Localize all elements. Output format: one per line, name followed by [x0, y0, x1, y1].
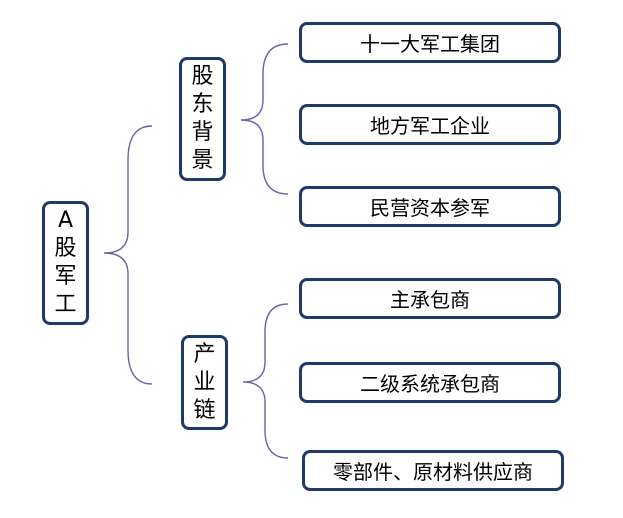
- branch-char: 景: [191, 148, 214, 173]
- branch-char: 业: [193, 369, 216, 395]
- branch-char: 股: [191, 64, 214, 89]
- root-char: 军: [54, 264, 77, 289]
- leaf-node-private-capital: 民营资本参军: [299, 186, 561, 227]
- branch-node-shareholder-background: 股 东 背 景: [179, 57, 226, 181]
- leaf-node-prime-contractor: 主承包商: [299, 278, 561, 319]
- branch-char: 东: [191, 92, 214, 117]
- leaf-node-eleven-military-groups: 十一大军工集团: [299, 22, 561, 63]
- shareholder-brace: [240, 43, 289, 195]
- leaf-node-parts-materials-supplier: 零部件、原材料供应商: [302, 450, 564, 491]
- branch-char: 链: [193, 397, 216, 423]
- root-char: 工: [54, 292, 77, 317]
- leaf-node-local-military-enterprises: 地方军工企业: [299, 104, 561, 145]
- branch-node-industry-chain: 产 业 链: [181, 335, 228, 430]
- branch-char: 产: [193, 341, 216, 367]
- root-node-a-share-military: A 股 军 工: [42, 201, 89, 325]
- root-char: 股: [54, 236, 77, 261]
- root-brace: [103, 125, 153, 385]
- leaf-node-second-tier-contractor: 二级系统承包商: [299, 362, 561, 403]
- industry-chain-brace: [242, 303, 289, 459]
- branch-char: 背: [191, 120, 214, 145]
- root-char: A: [57, 208, 74, 233]
